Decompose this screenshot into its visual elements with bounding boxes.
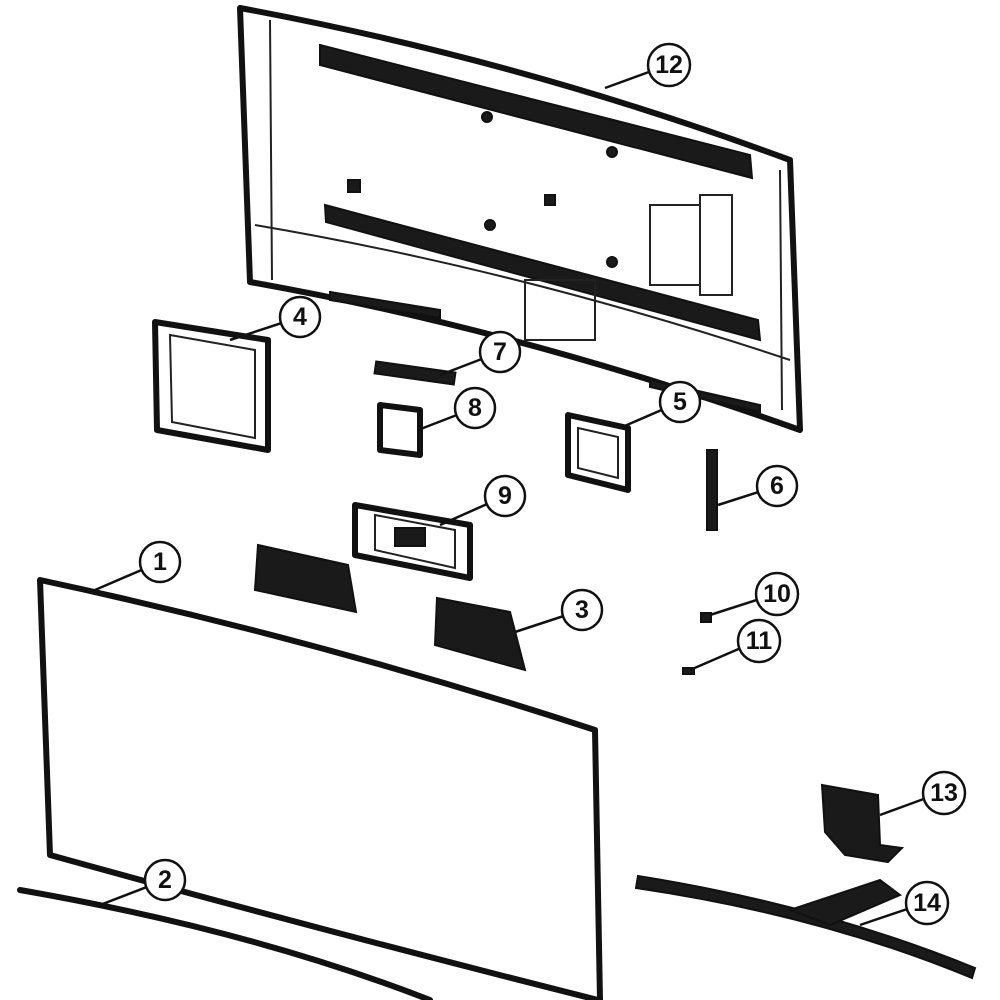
callout-label-5: 5 xyxy=(673,388,687,416)
callout-2: 2 xyxy=(143,858,187,902)
rear-cover-part xyxy=(237,5,803,433)
small-board-bracket-part xyxy=(373,360,457,386)
callout-label-4: 4 xyxy=(293,303,307,331)
callout-6: 6 xyxy=(755,464,799,508)
callout-12: 12 xyxy=(646,42,692,88)
callout-3: 3 xyxy=(560,588,604,632)
stand-base-part xyxy=(634,874,977,980)
callout-label-9: 9 xyxy=(498,482,512,510)
callout-10: 10 xyxy=(754,571,800,617)
bottom-bezel-part xyxy=(17,887,433,1000)
callout-label-12: 12 xyxy=(655,51,683,79)
callout-13: 13 xyxy=(921,770,967,816)
callout-label-8: 8 xyxy=(468,394,482,422)
callout-11: 11 xyxy=(736,618,782,664)
center-bracket-part xyxy=(352,502,473,581)
callout-label-1: 1 xyxy=(153,548,167,576)
callout-label-10: 10 xyxy=(763,580,791,608)
callout-label-7: 7 xyxy=(493,338,507,366)
side-button-board-part xyxy=(706,449,718,531)
callout-7: 7 xyxy=(478,330,522,374)
callout-8: 8 xyxy=(453,386,497,430)
callout-label-2: 2 xyxy=(158,866,172,894)
callout-1: 1 xyxy=(138,540,182,584)
speaker-right-part xyxy=(433,596,527,672)
display-panel-part xyxy=(37,577,603,1000)
small-clip-part-10 xyxy=(700,612,712,623)
small-board-part xyxy=(377,402,423,458)
callout-9: 9 xyxy=(483,474,527,518)
callout-14: 14 xyxy=(904,880,950,926)
main-board-part xyxy=(565,412,631,493)
power-board-frame-part xyxy=(152,319,271,453)
small-clip-part-11 xyxy=(682,667,695,675)
callout-label-6: 6 xyxy=(770,472,784,500)
speaker-left-part xyxy=(253,543,358,614)
callout-label-11: 11 xyxy=(746,627,773,655)
callout-5: 5 xyxy=(658,380,702,424)
callout-label-13: 13 xyxy=(930,779,958,807)
callout-4: 4 xyxy=(278,295,322,339)
stand-neck-part xyxy=(820,783,905,864)
callout-label-14: 14 xyxy=(913,889,941,917)
callout-label-3: 3 xyxy=(575,596,589,624)
